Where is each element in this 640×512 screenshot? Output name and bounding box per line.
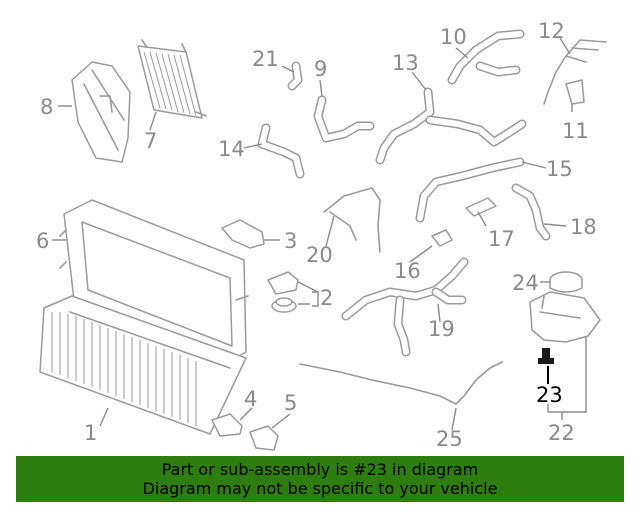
callout-3: 3	[284, 229, 297, 253]
callout-2: 2	[320, 286, 333, 310]
info-banner: Part or sub-assembly is #23 in diagram D…	[16, 456, 624, 502]
callout-21: 21	[252, 47, 279, 71]
callout-1: 1	[84, 421, 97, 445]
callout-17: 17	[488, 227, 515, 251]
part-5-bracket	[249, 425, 279, 451]
part-21-hose	[287, 61, 303, 91]
part-4-bracket	[211, 413, 243, 437]
part-10-hose	[447, 29, 525, 85]
callout-6: 6	[36, 229, 49, 253]
callout-15: 15	[546, 157, 573, 181]
part-18-hose	[511, 183, 551, 241]
cooling-system-parts-diagram: 1 2 3 4 5 6 7 8 9 10 11 12 13 14 15 16 1…	[36, 19, 607, 451]
part-14-hose	[257, 123, 305, 179]
part-25-pipe	[299, 361, 503, 405]
banner-line-2: Diagram may not be specific to your vehi…	[142, 479, 498, 498]
callout-5: 5	[284, 391, 297, 415]
part-17-valve	[465, 197, 497, 217]
callout-22: 22	[548, 421, 575, 445]
part-15-hose	[415, 157, 525, 223]
callout-8: 8	[40, 95, 53, 119]
part-1-radiator	[39, 295, 247, 435]
callout-25: 25	[436, 427, 463, 451]
part-12-pipe	[543, 39, 607, 105]
callout-13: 13	[392, 51, 419, 75]
part-23-level-sensor	[538, 348, 554, 364]
callout-7: 7	[144, 129, 157, 153]
part-19-hose-assembly	[341, 257, 469, 357]
part-3-bracket	[221, 219, 265, 249]
part-2-mounts	[267, 271, 299, 313]
callout-10: 10	[440, 25, 467, 49]
part-11-fitting	[565, 79, 585, 105]
part-7-auxiliary-radiator	[137, 39, 207, 119]
banner-line-1: Part or sub-assembly is #23 in diagram	[161, 460, 479, 479]
callout-4: 4	[244, 387, 257, 411]
part-22-expansion-tank	[529, 291, 601, 343]
part-13-hose	[375, 87, 527, 165]
part-20-pipe	[323, 187, 381, 253]
part-9-hose	[313, 95, 375, 143]
part-8-air-guide	[71, 61, 131, 163]
part-24-reservoir-cap	[549, 271, 583, 293]
callout-18: 18	[570, 215, 597, 239]
leader-lines	[52, 37, 587, 431]
part-6-radiator-frame	[59, 199, 249, 373]
callout-24: 24	[512, 271, 539, 295]
callout-14: 14	[218, 137, 245, 161]
callout-9: 9	[314, 57, 327, 81]
part-16-sensor	[431, 229, 453, 247]
callout-16: 16	[394, 259, 421, 283]
callout-19: 19	[428, 317, 455, 341]
callout-12: 12	[538, 19, 565, 43]
callout-23: 23	[536, 383, 563, 407]
callout-20: 20	[306, 243, 333, 267]
callout-11: 11	[562, 119, 589, 143]
